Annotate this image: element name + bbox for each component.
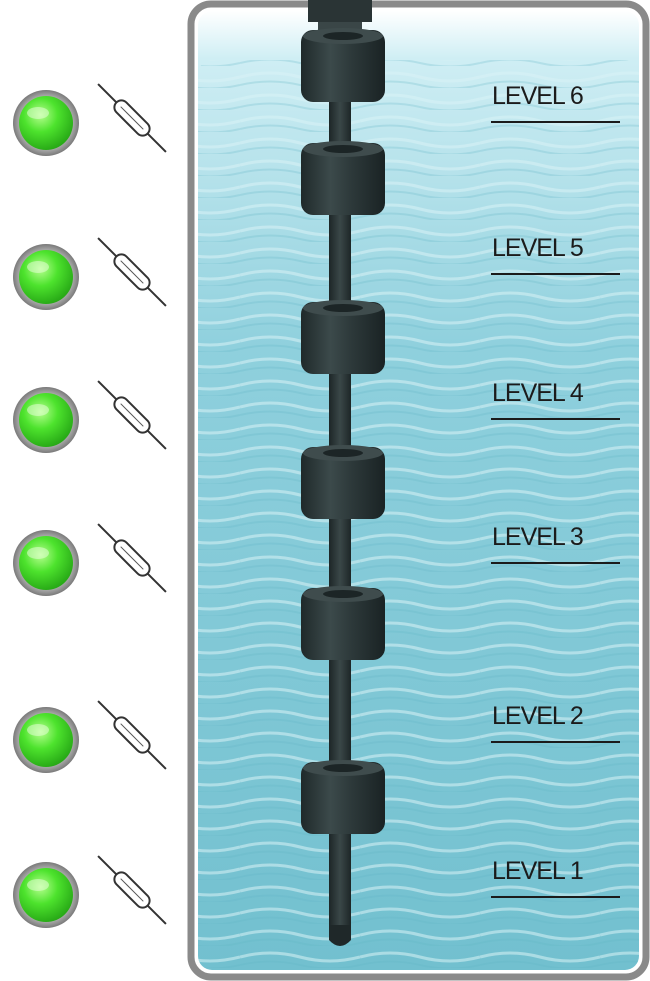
top-fitting <box>308 0 372 22</box>
indicator-lamp-highlight <box>27 547 49 559</box>
float-3 <box>301 300 385 374</box>
float-switch <box>301 0 385 946</box>
reed-switch-icon <box>97 523 167 593</box>
float-top-hole <box>323 145 363 153</box>
float-1 <box>301 28 385 102</box>
indicator-lamp-icon <box>19 536 73 590</box>
float-top-hole <box>323 32 363 40</box>
indicator-lamp-icon <box>19 96 73 150</box>
float-body <box>301 30 385 102</box>
float-body <box>301 143 385 215</box>
indicator-lamp-icon <box>19 713 73 767</box>
level-label-1: LEVEL 1 <box>492 857 583 885</box>
level-marker-6: LEVEL 6 <box>491 82 620 123</box>
indicator-lamp-highlight <box>27 879 49 891</box>
float-4 <box>301 445 385 519</box>
float-body <box>301 762 385 834</box>
float-top-hole <box>323 449 363 457</box>
indicator-5 <box>13 237 167 310</box>
float-body <box>301 302 385 374</box>
float-5 <box>301 586 385 660</box>
floats <box>301 28 385 834</box>
indicator-lamp-highlight <box>27 107 49 119</box>
reed-switch-icon <box>97 380 167 450</box>
indicator-lamp-highlight <box>27 404 49 416</box>
stem-tip <box>329 925 351 946</box>
indicator-column <box>13 83 167 928</box>
indicator-2 <box>13 700 167 773</box>
level-marker-1: LEVEL 1 <box>491 857 620 898</box>
indicator-3 <box>13 523 167 596</box>
level-marker-3: LEVEL 3 <box>491 523 620 564</box>
indicator-lamp-highlight <box>27 724 49 736</box>
float-2 <box>301 141 385 215</box>
level-marker-5: LEVEL 5 <box>491 234 620 275</box>
float-6 <box>301 760 385 834</box>
float-body <box>301 447 385 519</box>
reed-switch-icon <box>97 237 167 307</box>
float-top-hole <box>323 304 363 312</box>
level-label-3: LEVEL 3 <box>492 523 583 551</box>
indicator-lamp-icon <box>19 393 73 447</box>
indicator-lamp-highlight <box>27 261 49 273</box>
tank-liquid-waves <box>198 60 639 970</box>
float-top-hole <box>323 590 363 598</box>
level-marker-2: LEVEL 2 <box>491 702 620 743</box>
reed-switch-icon <box>97 700 167 770</box>
tank <box>187 0 650 981</box>
level-marker-4: LEVEL 4 <box>491 379 620 420</box>
level-label-5: LEVEL 5 <box>492 234 583 262</box>
reed-switch-icon <box>97 83 167 153</box>
indicator-lamp-icon <box>19 868 73 922</box>
indicator-6 <box>13 83 167 156</box>
level-label-4: LEVEL 4 <box>492 379 584 407</box>
level-label-2: LEVEL 2 <box>492 702 583 730</box>
level-markers: LEVEL 6 LEVEL 5 LEVEL 4 LEVEL 3 LEVEL 2 … <box>491 82 620 898</box>
reed-switch-icon <box>97 855 167 925</box>
float-body <box>301 588 385 660</box>
float-top-hole <box>323 764 363 772</box>
level-label-6: LEVEL 6 <box>492 82 583 110</box>
indicator-lamp-icon <box>19 250 73 304</box>
indicator-4 <box>13 380 167 453</box>
indicator-1 <box>13 855 167 928</box>
